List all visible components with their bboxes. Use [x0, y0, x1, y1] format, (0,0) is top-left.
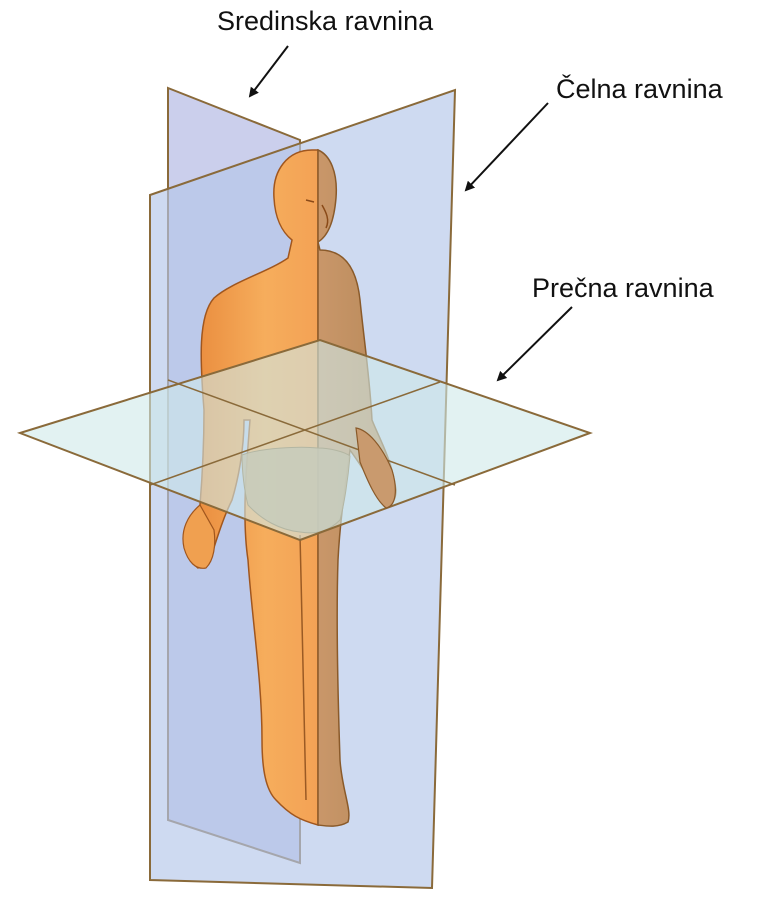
transverse-arrow — [498, 307, 572, 380]
median-plane-label: Sredinska ravnina — [217, 8, 433, 35]
transverse-plane — [20, 340, 590, 540]
frontal-plane-label: Čelna ravnina — [556, 76, 723, 103]
frontal-arrow — [466, 103, 548, 190]
transverse-plane-label: Prečna ravnina — [532, 275, 714, 302]
median-arrow — [250, 46, 288, 96]
